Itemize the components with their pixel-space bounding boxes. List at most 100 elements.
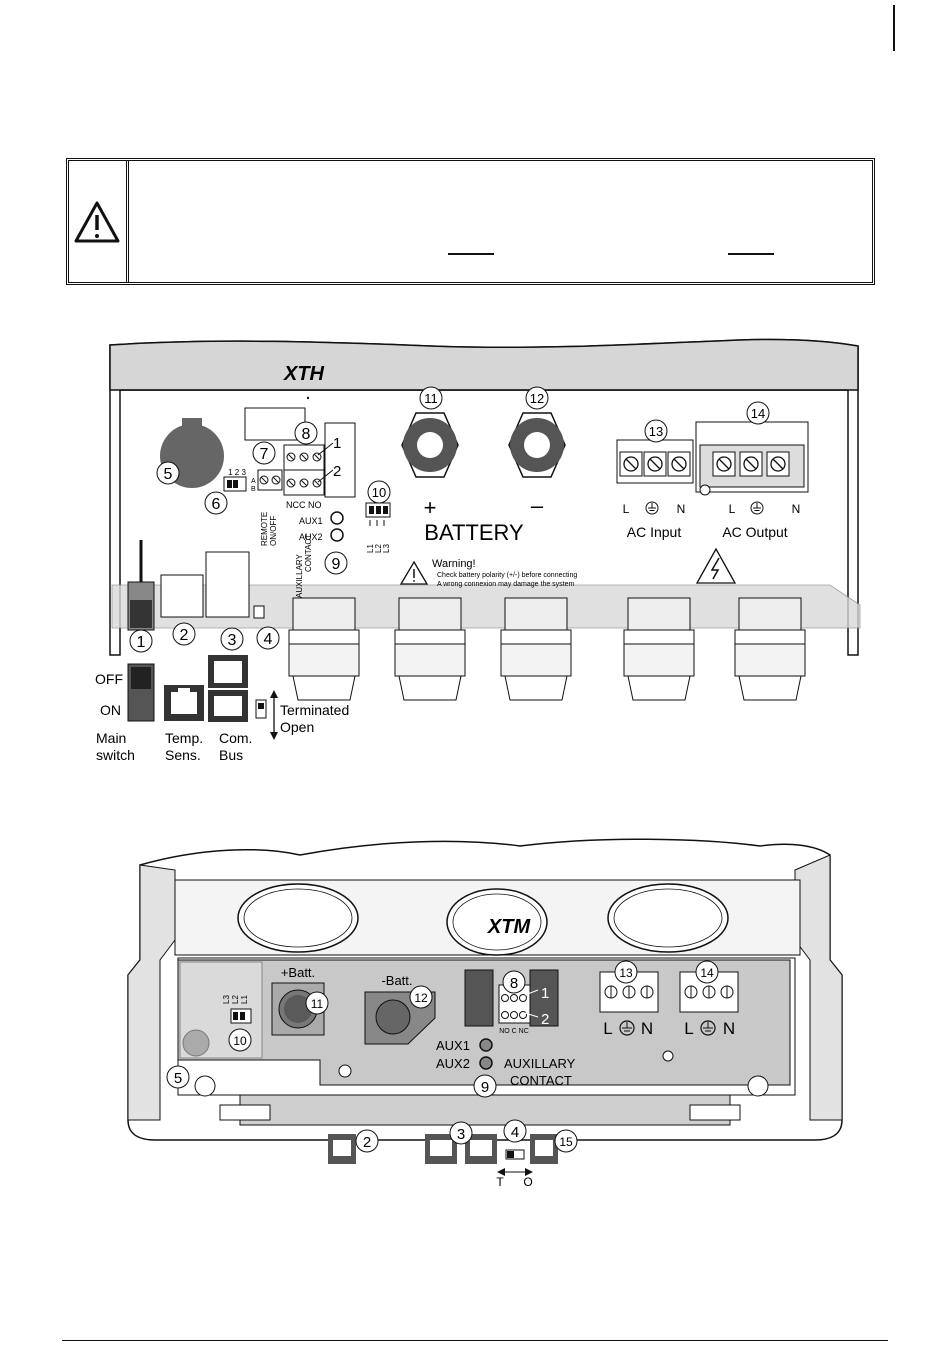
- switch-o-label: O: [523, 1175, 532, 1189]
- temp-sens-label-2: Sens.: [165, 747, 201, 763]
- ac-output-label: AC Output: [722, 524, 787, 540]
- high-voltage-icon: [695, 547, 737, 584]
- warning-triangle-icon: [399, 560, 429, 585]
- ac-output-terminal-14: [695, 421, 809, 493]
- cable-glands: [288, 597, 806, 701]
- xtm-aux1-label: AUX1: [436, 1038, 470, 1053]
- earth-ground-icon: [645, 501, 659, 515]
- com-bus-jacks: [208, 655, 248, 722]
- aux1-label: AUX1: [299, 516, 323, 526]
- callout-12: 12: [409, 985, 433, 1009]
- aux2-led: [330, 528, 344, 542]
- underline-mark: [448, 253, 494, 255]
- callout-4: 4: [503, 1119, 527, 1143]
- xtm-temp-sensor-port: [328, 1134, 356, 1164]
- warning-triangle-icon: [74, 201, 120, 243]
- callout-10: 10: [367, 480, 391, 504]
- xtm-aux-contact-label: AUXILLARY: [504, 1056, 576, 1071]
- callout-9: 9: [324, 551, 348, 575]
- terminated-label: Terminated: [280, 702, 349, 718]
- svg-text:12: 12: [414, 991, 428, 1005]
- mounting-hole-left: [194, 1075, 216, 1097]
- battery-warning-line-1: Check battery polarity (+/-) before conn…: [437, 572, 577, 579]
- remote-label: REMOTE: [260, 512, 269, 546]
- callout-3: 3: [220, 627, 244, 651]
- l3-label: L3: [382, 544, 391, 553]
- svg-text:11: 11: [424, 391, 438, 406]
- termination-legend: [255, 690, 278, 740]
- relay-housing-right: [529, 969, 559, 1027]
- xtm-aux1-led: [479, 1038, 493, 1052]
- battery-plus-sign: +: [424, 495, 437, 520]
- callout-2: 2: [172, 622, 196, 646]
- aux-contact-label: AUXILLARY: [295, 553, 304, 598]
- ac-input-terminal-13: [616, 439, 694, 484]
- svg-text:8: 8: [302, 426, 311, 443]
- svg-text:10: 10: [372, 485, 386, 500]
- callout-6: 6: [204, 491, 228, 515]
- svg-text:5: 5: [174, 1070, 182, 1087]
- xtm-phase-jumper-10: [230, 1008, 252, 1024]
- footer-rule: [62, 1340, 888, 1341]
- main-switch-1: [127, 540, 155, 631]
- battery-minus-sign: –: [531, 493, 544, 518]
- callout-11: 11: [419, 386, 443, 410]
- temp-sens-label: Temp.: [165, 730, 203, 746]
- xtm-aux2-label: AUX2: [436, 1056, 470, 1071]
- xtm-ac-in-l: L: [603, 1019, 612, 1038]
- svg-text:2: 2: [363, 1134, 371, 1151]
- on-label: ON: [100, 702, 121, 718]
- main-switch-label: Main: [96, 730, 126, 746]
- callout-3: 3: [449, 1121, 473, 1145]
- callout-5: 5: [156, 461, 180, 485]
- xtm-termination-switch: [497, 1149, 533, 1176]
- chassis-screw: [662, 1050, 674, 1062]
- callout-14: 14: [695, 960, 719, 984]
- svg-text:9: 9: [481, 1079, 489, 1096]
- plus-batt-label: +Batt.: [281, 965, 315, 980]
- xtm-relay-terminals: NO C NC: [499, 1028, 529, 1035]
- xtm-connection-diagram: XTM +Batt. -Batt. 1 2 NO C NC AUX1 AUX2 …: [127, 838, 843, 1189]
- svg-text:5: 5: [164, 466, 173, 483]
- callout-15: 15: [554, 1129, 578, 1153]
- svg-text:9: 9: [332, 556, 341, 573]
- svg-text:13: 13: [649, 424, 663, 439]
- svg-text:8: 8: [510, 975, 518, 992]
- svg-text:14: 14: [751, 406, 765, 421]
- ac-input-label: AC Input: [627, 524, 682, 540]
- earth-ground-icon: [619, 1020, 635, 1036]
- earth-ground-icon: [750, 501, 764, 515]
- ac-in-n: N: [677, 502, 686, 516]
- com-bus-label-2: Bus: [219, 747, 243, 763]
- fan-vents: [237, 883, 729, 956]
- dip-b: B: [251, 486, 256, 493]
- svg-text:3: 3: [457, 1126, 465, 1143]
- callout-4: 4: [256, 626, 280, 650]
- callout-13: 13: [614, 960, 638, 984]
- remote-label-2: ON/OFF: [269, 516, 278, 546]
- relay-frame: [324, 422, 356, 498]
- xtm-l2-label: L2: [231, 995, 240, 1004]
- xtm-ac-out-l: L: [684, 1019, 693, 1038]
- xtm-fan-cover: [182, 1029, 210, 1057]
- callout-14: 14: [746, 401, 770, 425]
- xtm-l1-label: L1: [240, 995, 249, 1004]
- xtm-callouts: 2 3 4 5 8 9 10 11 12 13 14 15: [166, 960, 719, 1153]
- switch-t-label: T: [496, 1175, 504, 1189]
- xtm-l3-label: L3: [222, 995, 231, 1004]
- l1-label: L1: [366, 544, 375, 553]
- svg-text:7: 7: [260, 446, 269, 463]
- svg-text:4: 4: [511, 1124, 519, 1141]
- ac-out-l: L: [729, 502, 736, 516]
- svg-text:3: 3: [228, 632, 237, 649]
- termination-switch: [253, 605, 265, 619]
- xth-callouts: 1 2 3 4 5 6 7 8 9 10 11 12 13 14: [129, 386, 770, 653]
- svg-text:2: 2: [180, 627, 189, 644]
- battery-warning-title: Warning!: [432, 558, 476, 570]
- relay-terminals: NCC NO: [286, 500, 322, 510]
- aux-contact-label-2: CONTACT: [304, 534, 313, 572]
- aux2-label: AUX2: [299, 532, 323, 542]
- callout-1: 1: [129, 629, 153, 653]
- aux-relay-terminal-8: [283, 444, 325, 496]
- xth-connection-diagram: XTH 1 2 3 A B 1 2 NCC NO REMOTE: [95, 338, 861, 763]
